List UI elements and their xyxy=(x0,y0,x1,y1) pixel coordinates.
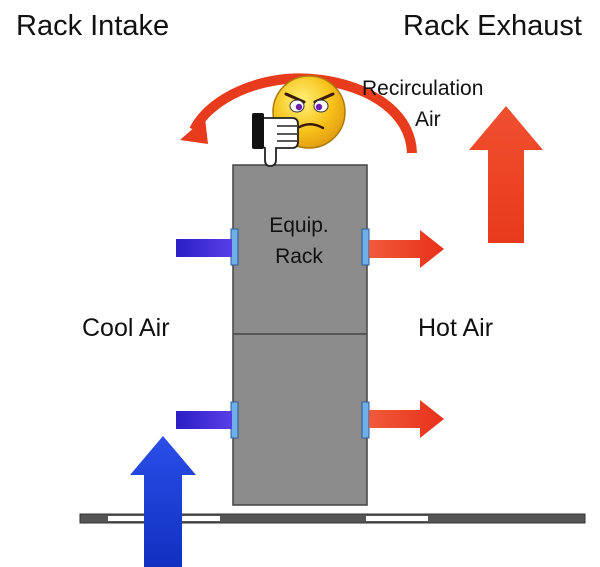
equip-rack-label-line2: Rack xyxy=(275,245,323,268)
recirculation-label-line1: Recirculation xyxy=(362,77,484,100)
rack-exhaust-label: Rack Exhaust xyxy=(403,10,582,42)
hot-air-arrow-bottom xyxy=(369,400,444,438)
cool-air-inflow-top xyxy=(176,239,232,257)
recirculation-label-line2: Air xyxy=(415,108,441,131)
floor-vent-tile-right xyxy=(366,516,428,521)
exhaust-vent-top xyxy=(361,228,370,266)
rack-exhaust-up-arrow xyxy=(469,106,543,243)
angry-face-thumbs-down-icon xyxy=(252,75,346,167)
intake-vent-top xyxy=(230,228,239,266)
intake-vent-bottom xyxy=(230,401,239,439)
cool-air-up-arrow xyxy=(130,436,196,567)
cool-air-label: Cool Air xyxy=(82,314,170,342)
equipment-rack xyxy=(232,164,368,506)
recirculation-arrow xyxy=(180,73,417,154)
hot-air-label: Hot Air xyxy=(418,314,494,342)
exhaust-vent-bottom xyxy=(361,401,370,439)
rack-intake-label: Rack Intake xyxy=(16,10,170,42)
equip-rack-label-line1: Equip. xyxy=(269,214,329,237)
hot-air-arrow-top xyxy=(369,230,444,268)
cool-air-inflow-bottom xyxy=(176,411,232,429)
